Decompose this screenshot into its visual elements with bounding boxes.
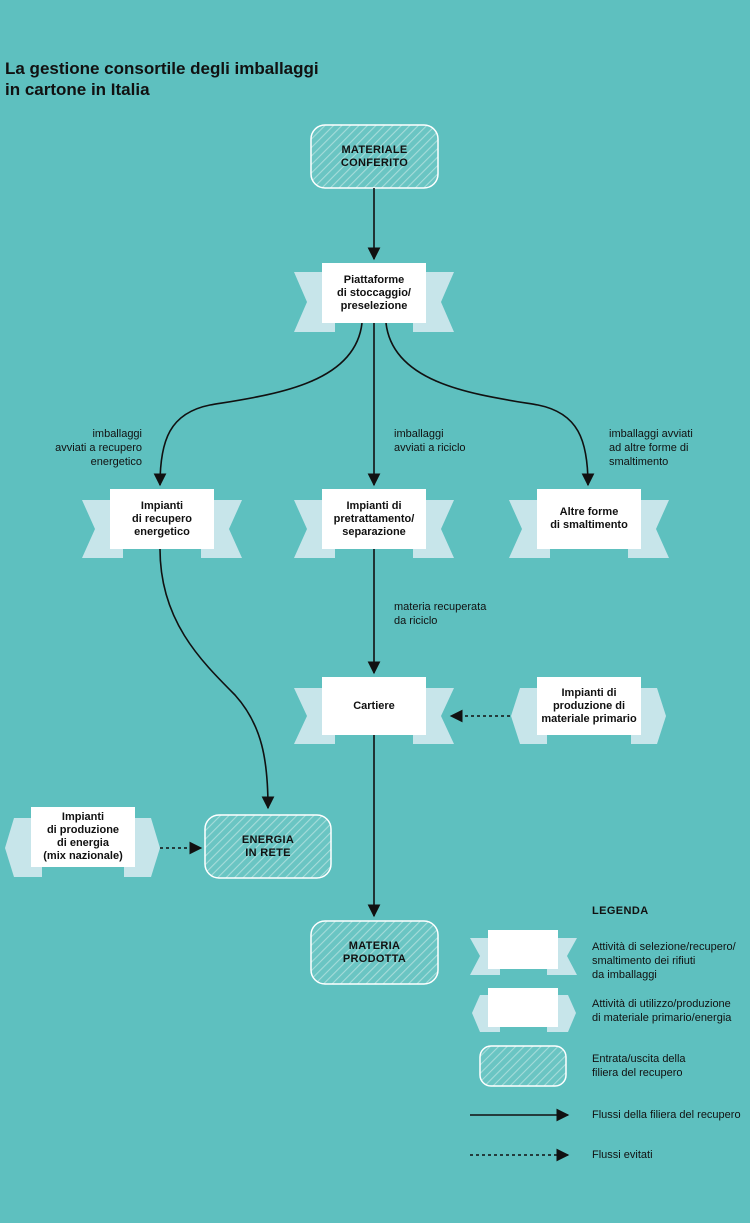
legend-label-selezione: Attività di selezione/recupero/ smaltime… [592, 941, 736, 981]
legend-title: LEGENDA [592, 905, 649, 917]
legend-box-produzione [488, 988, 558, 1027]
node-piattaforme: Piattaforme di stoccaggio/ preselezione [322, 263, 426, 323]
legend-label-flussi-evitati: Flussi evitati [592, 1149, 653, 1161]
flow-recupero-to-energia [159, 548, 275, 810]
node-cartiere: Cartiere [322, 677, 426, 735]
node-produzione-energia: Impianti di produzione di energia (mix n… [31, 807, 135, 867]
page-title: La gestione consortile degli imballaggi … [5, 58, 319, 100]
title-line-1: La gestione consortile degli imballaggi [5, 59, 319, 78]
node-recupero-energetico: Impianti di recupero energetico [110, 489, 214, 549]
node-materia-prodotta: MATERIA PRODOTTA [342, 939, 407, 965]
node-altre-forme: Altre forme di smaltimento [537, 489, 641, 549]
pill-materia-prodotta [310, 920, 439, 985]
legend-box-selezione [488, 930, 558, 969]
flow-piattaforme-to-altre-forme [385, 322, 595, 487]
legend-label-flussi: Flussi della filiera del recupero [592, 1109, 741, 1121]
pill-energia-in-rete [204, 814, 332, 879]
flow-piattaforme-to-recupero [153, 322, 363, 487]
legend-label-produzione: Attività di utilizzo/produzione di mater… [592, 998, 732, 1024]
node-pretrattamento: Impianti di pretrattamento/ separazione [322, 489, 426, 549]
edge-label-smaltimento: imballaggi avviati ad altre forme di sma… [609, 428, 693, 468]
edge-label-materia-recuperata: materia recuperata da riciclo [394, 601, 487, 627]
legend-pill-entrata [479, 1045, 567, 1087]
edge-label-recupero: imballaggi avviati a recupero energetico [55, 428, 142, 468]
edge-label-riciclo: imballaggi avviati a riciclo [394, 428, 466, 454]
node-materiale-primario: Impianti di produzione di materiale prim… [537, 677, 641, 735]
title-line-2: in cartone in Italia [5, 80, 150, 99]
node-energia-in-rete: ENERGIA IN RETE [241, 833, 295, 859]
node-materiale-conferito: MATERIALE CONFERITO [340, 143, 409, 169]
legend-label-entrata: Entrata/uscita della filiera del recuper… [592, 1053, 686, 1079]
